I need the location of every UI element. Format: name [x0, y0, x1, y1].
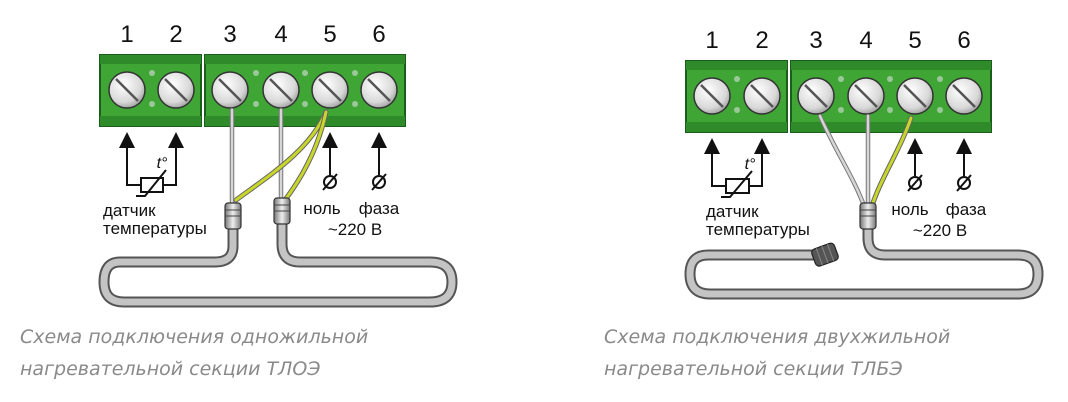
cable-ferrule-icon: [224, 202, 242, 230]
screw-icon: [797, 77, 835, 115]
terminal-number-5: 5: [908, 27, 921, 54]
mains-terminals: [322, 132, 387, 191]
phase-label: фаза: [946, 200, 987, 219]
mains-terminals: [907, 138, 972, 192]
arrow-up-icon: [371, 132, 387, 148]
heating-cable: [684, 216, 1044, 300]
terminal-number-3: 3: [809, 27, 822, 54]
heating-cable: [98, 216, 458, 308]
screw-icon: [896, 77, 934, 115]
screw-icon: [262, 71, 300, 109]
terminal-number-4: 4: [859, 27, 872, 54]
terminal-number-6: 6: [957, 27, 970, 54]
sensor-label-line2: температуры: [103, 219, 207, 238]
diagram-twin-core: 1 2 3 4 5 6: [684, 27, 1044, 300]
terminal-number-5: 5: [323, 21, 336, 48]
screw-icon: [360, 71, 398, 109]
arrow-up-icon: [704, 138, 720, 154]
cable-ferrule-icon: [273, 197, 291, 225]
arrow-up-icon: [956, 138, 972, 154]
arrow-up-icon: [754, 138, 770, 154]
arrow-up-icon: [322, 132, 338, 148]
phase-label: фаза: [359, 199, 400, 218]
temperature-sensor: [119, 132, 184, 197]
terminal-numbers: 1 2 3 4 5 6: [120, 21, 385, 48]
terminal-block-power: [204, 54, 406, 127]
temperature-sensor: [704, 138, 770, 198]
screw-icon: [108, 71, 146, 109]
caption-line2: нагревательной секции ТЛОЭ: [20, 358, 321, 380]
cable-ferrule-icon: [859, 202, 877, 230]
neutral-label: ноль: [303, 199, 340, 218]
sensor-label-line2: температуры: [706, 220, 810, 239]
caption-line1: Схема подключения двухжильной: [604, 326, 951, 348]
arrow-up-icon: [119, 132, 135, 148]
terminal-block-power: [790, 60, 992, 133]
end-cap-icon: [811, 242, 839, 267]
diagram-single-core: 1 2 3 4 5 6: [98, 21, 458, 308]
caption-line1: Схема подключения одножильной: [20, 326, 369, 348]
sensor-symbol: t°: [745, 156, 756, 173]
screw-icon: [945, 77, 983, 115]
screw-icon: [847, 77, 885, 115]
screw-icon: [693, 77, 731, 115]
caption-twin-core: Схема подключения двухжильной нагревател…: [604, 321, 950, 385]
terminal-number-6: 6: [372, 21, 385, 48]
thermistor-icon: [725, 178, 750, 194]
arrow-up-icon: [168, 132, 184, 148]
screw-icon: [743, 77, 781, 115]
arrow-up-icon: [907, 138, 923, 154]
terminal-block-sensor: [685, 60, 788, 133]
terminal-numbers: 1 2 3 4 5 6: [705, 27, 970, 54]
thermistor-icon: [140, 177, 164, 193]
sensor-symbol: t°: [157, 155, 168, 172]
terminal-number-2: 2: [755, 27, 768, 54]
caption-line2: нагревательной секции ТЛБЭ: [604, 358, 903, 380]
neutral-label: ноль: [891, 200, 928, 219]
sensor-label-line1: датчик: [706, 202, 759, 221]
terminal-number-1: 1: [705, 27, 718, 54]
voltage-label: ~220 В: [913, 221, 967, 240]
screw-icon: [211, 71, 249, 109]
caption-single-core: Схема подключения одножильной нагревател…: [20, 321, 368, 385]
terminal-number-2: 2: [169, 21, 182, 48]
sensor-label-line1: датчик: [103, 201, 156, 220]
terminal-number-1: 1: [120, 21, 133, 48]
cable-wires: [229, 107, 329, 209]
terminal-number-3: 3: [223, 21, 236, 48]
terminal-number-4: 4: [274, 21, 287, 48]
terminal-block-sensor: [99, 54, 202, 127]
cable-wires: [817, 113, 914, 209]
voltage-label: ~220 В: [328, 220, 382, 239]
screw-icon: [157, 71, 195, 109]
screw-icon: [311, 71, 349, 109]
